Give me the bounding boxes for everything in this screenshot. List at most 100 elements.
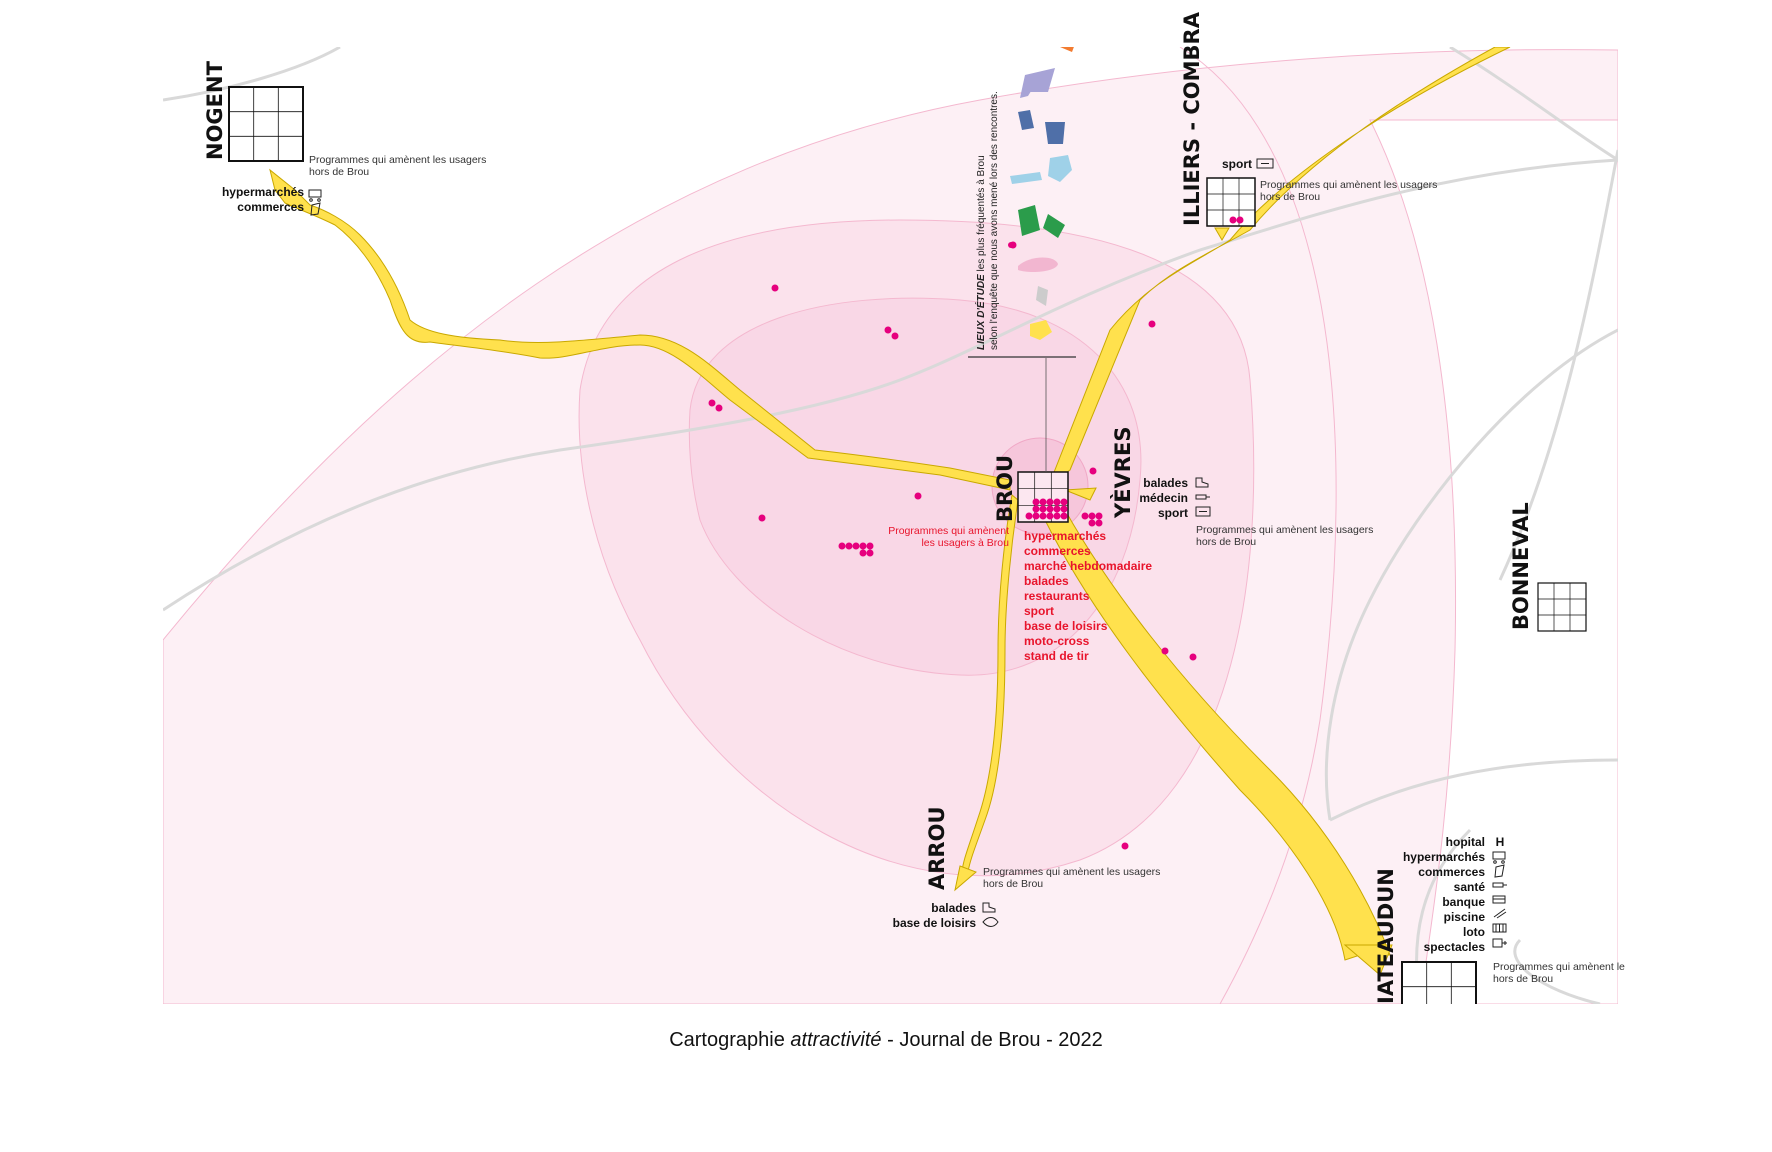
service-label: marché hebdomadaire (1024, 559, 1152, 573)
flow-arrou-head (954, 865, 977, 892)
town-grid-boxes (228, 86, 1587, 1004)
service-label: base de loisirs (1024, 619, 1108, 633)
service-label: commerces (1418, 865, 1485, 879)
town-label-yevres: YÈVRES (1110, 427, 1135, 519)
note-yevres: Programmes qui amènent les usagers hors … (1196, 524, 1373, 548)
survey-dots (708, 216, 1244, 850)
flow-illiers (1047, 47, 1511, 487)
service-label: base de loisirs (893, 916, 977, 930)
services-brou: hypermarchés commerces marché hebdomadai… (1024, 529, 1152, 663)
boot-icon (982, 902, 996, 913)
grid-nogent (228, 86, 304, 162)
service-label: loto (1463, 925, 1485, 939)
note-arrou: Programmes qui amènent les usagers hors … (983, 866, 1160, 890)
cart-icon (308, 189, 322, 202)
study-places-legend-shapes (968, 47, 1076, 472)
syringe-icon (1492, 882, 1507, 888)
legend-line2: selon l'enquête que nous avons mené lors… (989, 91, 1000, 350)
flow-chateaudun-head (1343, 944, 1393, 976)
shop-icon (310, 202, 321, 216)
service-icons (308, 158, 1507, 948)
legend-line1: les plus fréquentés à Brou (976, 155, 987, 274)
service-label: balades (1024, 574, 1069, 588)
service-label: hypermarchés (1403, 850, 1485, 864)
svg-text:hors de Brou: hors de Brou (309, 166, 369, 178)
zone-inner (688, 297, 1142, 676)
town-label-bonneval: BONNEVAL (1509, 502, 1533, 630)
spectacle-icon (1492, 938, 1507, 948)
shop-icon (1494, 864, 1505, 878)
service-label: hopital (1446, 835, 1485, 849)
services-illiers: sport (1222, 157, 1252, 171)
grid-chateaudun (1401, 961, 1477, 1004)
town-label-nogent: NOGENT (203, 60, 227, 160)
note-illiers: Programmes qui amènent les usagers hors … (1260, 179, 1437, 203)
service-label: commerces (237, 200, 304, 214)
town-label-chateaudun: IATEAUDUN (1374, 868, 1398, 1004)
svg-text:LIEUX D'ÉTUDE les plus fréquen: LIEUX D'ÉTUDE les plus fréquentés à Brou (974, 155, 987, 350)
flow-nogent (269, 168, 1011, 491)
svg-text:Programmes qui amènent les usa: Programmes qui amènent les usagers (983, 866, 1160, 878)
service-label: sport (1024, 604, 1054, 618)
services-yevres: balades médecin sport (1139, 476, 1188, 520)
svg-text:hors de Brou: hors de Brou (1196, 536, 1256, 548)
leisure-icon (982, 917, 999, 927)
hospital-icon: H (1496, 835, 1505, 849)
svg-text:hors de Brou: hors de Brou (1493, 973, 1553, 985)
svg-text:Programmes qui amènent les usa: Programmes qui amènent les usagers (1196, 524, 1373, 536)
figure-caption: Cartographie attractivité - Journal de B… (0, 1029, 1772, 1052)
service-label: balades (1143, 476, 1188, 490)
caption-part2: - Journal de Brou - 2022 (881, 1029, 1103, 1051)
caption-italic: attractivité (790, 1029, 882, 1051)
map-frame (163, 47, 1618, 1004)
note-to-brou: Programmes qui amènent les usagers à Bro… (888, 525, 1009, 549)
dumbbell-icon (1195, 506, 1211, 517)
zone-north (1179, 47, 1337, 1004)
service-label: commerces (1024, 544, 1091, 558)
cart-icon (1492, 851, 1506, 864)
service-label: piscine (1444, 910, 1486, 924)
syringe-icon (1195, 494, 1210, 500)
town-label-arrou: ARROU (925, 807, 949, 891)
service-label: sport (1158, 506, 1188, 520)
svg-text:les usagers à Brou: les usagers à Brou (921, 537, 1009, 549)
flows (269, 47, 1511, 976)
service-label: banque (1442, 895, 1485, 909)
svg-text:Programmes qui amènent le: Programmes qui amènent le (1493, 961, 1625, 973)
services-arrou: balades base de loisirs (893, 901, 977, 930)
svg-text:Programmes qui amènent: Programmes qui amènent (888, 525, 1009, 537)
svg-text:Programmes qui amènent les usa: Programmes qui amènent les usagers (309, 154, 486, 166)
caption-part1: Cartographie (669, 1029, 791, 1051)
service-label: restaurants (1024, 589, 1090, 603)
note-nogent: Programmes qui amènent les usagers hors … (309, 154, 486, 178)
boot-icon (1195, 477, 1209, 488)
service-label: hypermarchés (1024, 529, 1106, 543)
flow-yevres-head (1064, 487, 1097, 501)
service-label: balades (931, 901, 976, 915)
town-label-illiers: ILLIERS - COMBRA (1180, 11, 1204, 226)
zone-east (1369, 119, 1618, 1004)
swim-icon (1493, 908, 1507, 919)
dumbbell-icon (1256, 158, 1274, 169)
flow-chateaudun (1044, 509, 1391, 961)
services-chateaudun: hopital hypermarchés commerces santé ban… (1403, 835, 1504, 954)
note-chateaudun: Programmes qui amènent le hors de Brou (1493, 961, 1625, 985)
bank-icon (1492, 895, 1506, 904)
service-label: spectacles (1424, 940, 1486, 954)
service-label: sport (1222, 157, 1252, 171)
service-label: médecin (1139, 491, 1188, 505)
service-label: hypermarchés (222, 185, 304, 199)
flow-illiers-head (1214, 227, 1230, 241)
service-label: santé (1454, 880, 1486, 894)
svg-text:Programmes qui amènent les usa: Programmes qui amènent les usagers (1260, 179, 1437, 191)
service-label: stand de tir (1024, 649, 1089, 663)
svg-text:hors de Brou: hors de Brou (1260, 191, 1320, 203)
grid-bonneval (1537, 582, 1587, 632)
svg-text:hors de Brou: hors de Brou (983, 878, 1043, 890)
town-label-brou: BROU (993, 455, 1017, 522)
brou-dot-cluster (1025, 498, 1068, 520)
services-nogent: hypermarchés commerces (222, 185, 304, 214)
service-label: moto-cross (1024, 634, 1090, 648)
study-places-legend: LIEUX D'ÉTUDE les plus fréquentés à Brou… (974, 91, 1000, 350)
